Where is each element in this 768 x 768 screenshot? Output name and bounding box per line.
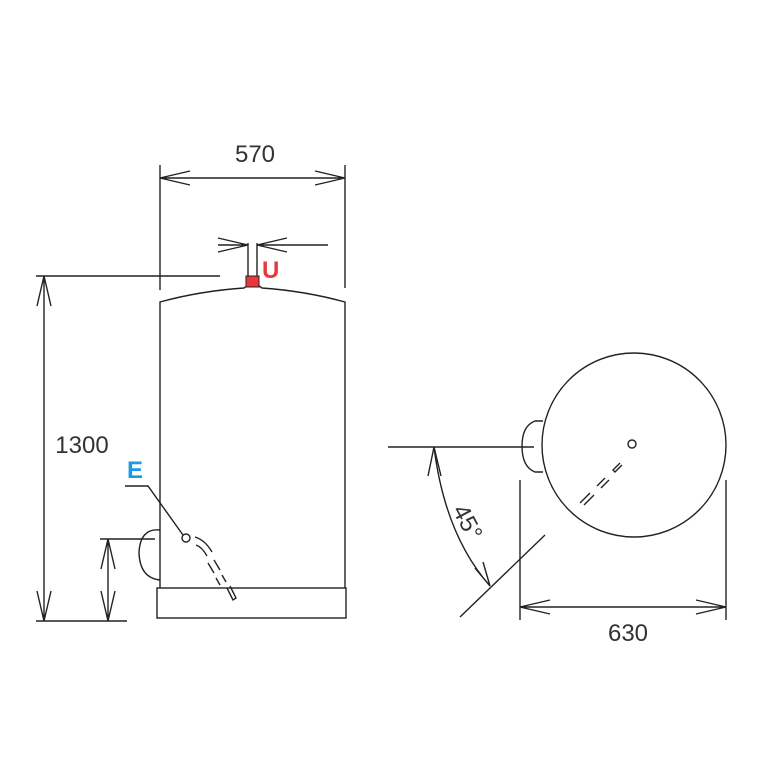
tank-circle	[541, 352, 727, 538]
inlet-leader	[125, 485, 184, 536]
depth-dim-label: 630	[608, 620, 648, 647]
side-inlet-bulge	[138, 529, 161, 581]
tank-base	[156, 587, 347, 619]
inlet-pipe	[194, 536, 237, 602]
inlet-height-dim	[100, 538, 155, 622]
inlet-point	[181, 533, 191, 543]
outlet-label: U	[262, 257, 279, 284]
depth-dim-lines	[519, 480, 727, 620]
outlet-connector	[245, 275, 260, 288]
width-dim-lines	[159, 165, 346, 290]
outlet-dim	[217, 237, 328, 276]
top-view: 45° 630	[388, 352, 727, 647]
angle-arc	[427, 446, 491, 587]
angle-label: 45°	[447, 500, 488, 545]
inlet-pipe-top	[579, 462, 623, 506]
inlet-label: E	[127, 457, 143, 484]
angle-line	[459, 534, 546, 618]
front-view: U 570 1300 E	[36, 141, 347, 622]
height-dim-label: 1300	[55, 432, 108, 459]
center-point	[627, 439, 637, 449]
side-inlet-bulge-top	[521, 420, 543, 473]
tank-body	[159, 285, 346, 588]
width-dim-label: 570	[235, 141, 275, 168]
height-dim-lines	[36, 275, 220, 622]
